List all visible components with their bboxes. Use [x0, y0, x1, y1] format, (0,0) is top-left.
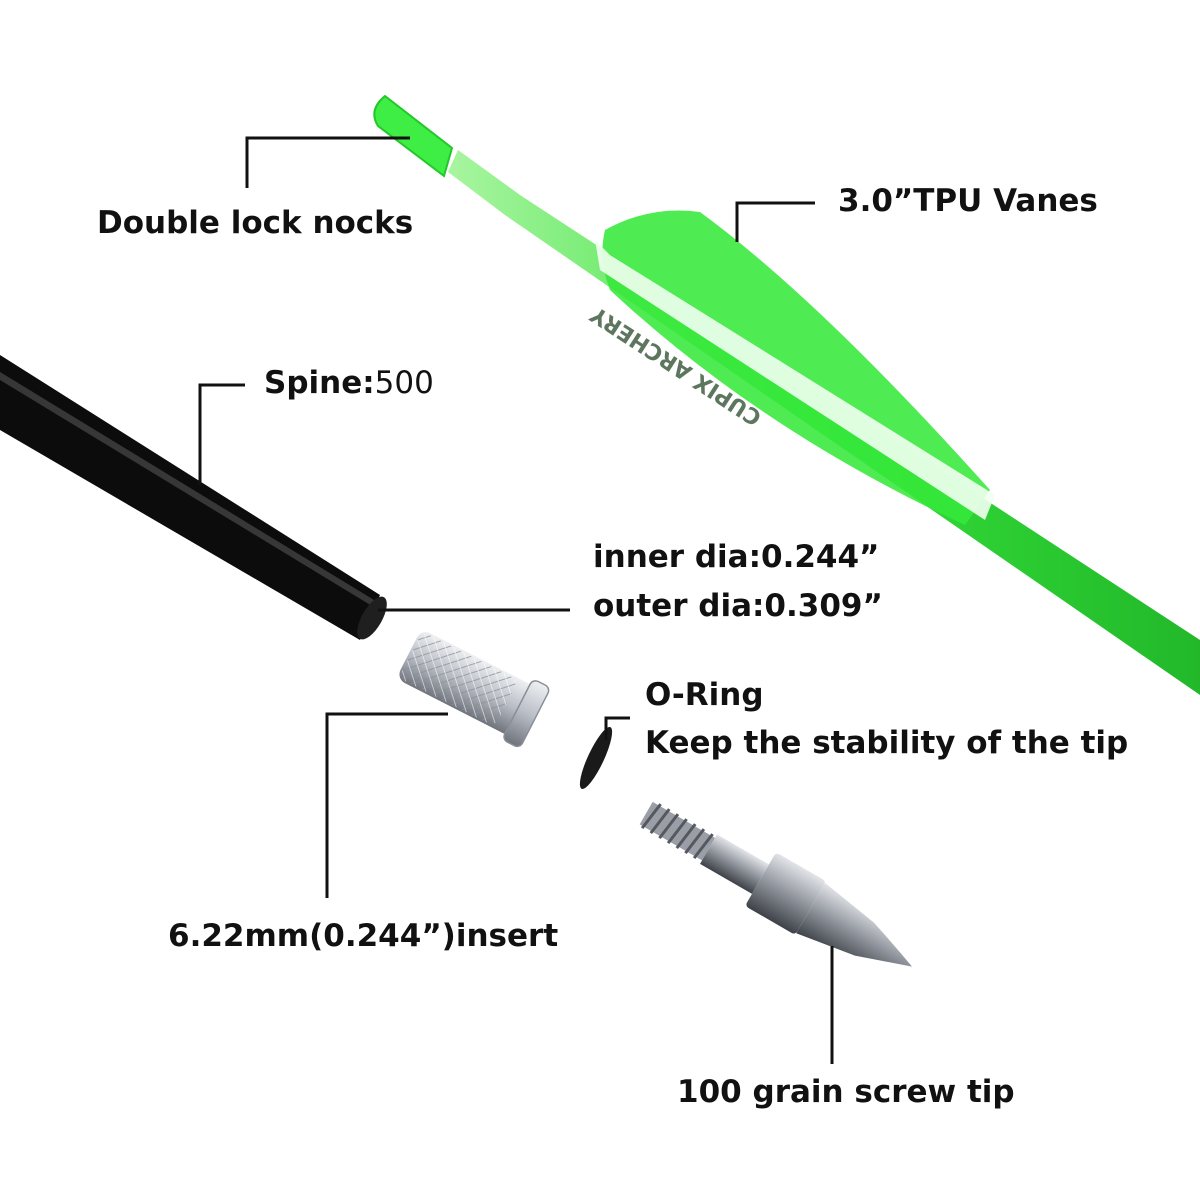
- tip-hex: [746, 853, 825, 934]
- tip-neck: [700, 834, 769, 894]
- label-spine: Spine:500: [264, 365, 434, 402]
- black-carbon-shaft: [0, 355, 387, 640]
- vane-highlight: [595, 240, 995, 520]
- label-tpu-vanes: 3.0”TPU Vanes: [838, 183, 1098, 219]
- double-lock-nock: [373, 94, 454, 178]
- label-spine-value: 500: [374, 365, 434, 401]
- label-outer-diameter: outer dia:0.309”: [593, 588, 883, 624]
- thread-ridges: [640, 803, 714, 860]
- insert-knurling: [401, 634, 516, 725]
- label-double-lock-nocks: Double lock nocks: [97, 205, 414, 241]
- label-o-ring-description: Keep the stability of the tip: [645, 725, 1129, 761]
- callout-vanes: [735, 201, 815, 242]
- callout-insert: [325, 712, 448, 898]
- label-o-ring-title: O-Ring: [645, 677, 764, 713]
- callout-lines: [198, 136, 834, 1064]
- label-screw-tip: 100 grain screw tip: [677, 1074, 1015, 1110]
- black-shaft-body: [0, 355, 380, 640]
- screw-tip: [639, 801, 913, 967]
- label-spine-key: Spine:: [264, 365, 375, 401]
- callout-spine: [198, 383, 245, 485]
- callout-oring: [604, 716, 630, 740]
- label-insert: 6.22mm(0.244”)insert: [168, 918, 559, 954]
- label-inner-diameter: inner dia:0.244”: [593, 539, 880, 575]
- black-shaft-shine: [0, 372, 374, 606]
- insert-collar: [503, 680, 550, 748]
- green-arrow: CUPIX ARCHERY: [373, 94, 1200, 695]
- tip-point: [796, 883, 913, 967]
- shaft-end-cap: [357, 596, 387, 640]
- callout-nocks: [245, 136, 410, 188]
- aluminium-insert: [399, 632, 550, 748]
- o-ring: [579, 727, 613, 789]
